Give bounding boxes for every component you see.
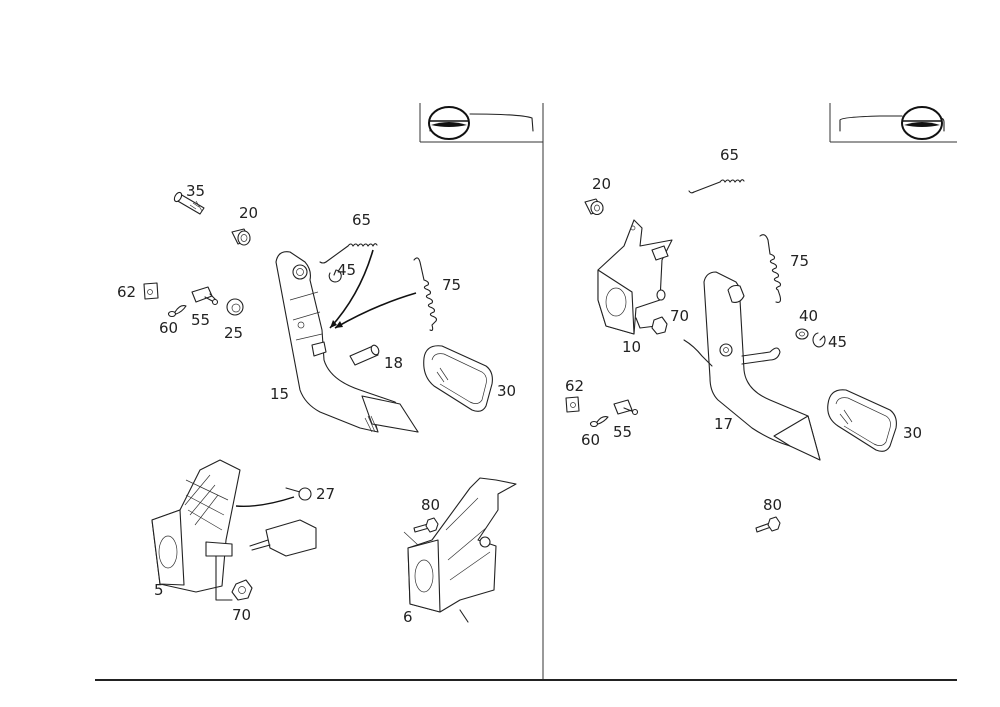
callout-20[interactable]: 20 [239,204,258,222]
part-62-clip-plate[interactable] [143,282,159,300]
part-brake-light-switch[interactable] [249,519,317,557]
callout-45-rh[interactable]: 45 [828,333,847,351]
callout-30-rh[interactable]: 30 [903,424,922,442]
part-35-bolt[interactable] [173,191,205,215]
callout-6[interactable]: 6 [403,608,413,626]
callout-75-rh[interactable]: 75 [790,252,809,270]
part-40-washer[interactable] [795,328,809,340]
callout-20-rh[interactable]: 20 [592,175,611,193]
callout-80-rh[interactable]: 80 [763,496,782,514]
callout-17[interactable]: 17 [714,415,733,433]
part-60-spring-clip-rh[interactable] [589,416,609,428]
part-60-spring-clip[interactable] [167,305,187,318]
callout-35[interactable]: 35 [186,182,205,200]
callout-30[interactable]: 30 [497,382,516,400]
leader-arrow-75 [334,292,417,329]
part-30-pedal-pad[interactable] [423,345,493,412]
part-6-pedal-bracket[interactable] [407,477,517,623]
part-80-screw-rh[interactable] [755,516,781,533]
callout-25[interactable]: 25 [224,324,243,342]
callout-5[interactable]: 5 [154,581,164,599]
steering-wheel-left-hand-drive-icon [419,103,543,143]
part-25-bushing[interactable] [226,298,244,316]
callout-10[interactable]: 10 [622,338,641,356]
callout-60[interactable]: 60 [159,319,178,337]
part-75-tension-spring[interactable] [413,257,438,331]
leader-arrow-65 [329,249,374,329]
part-45-circlip-rh[interactable] [812,332,826,348]
part-65-return-spring-rh[interactable] [688,179,745,194]
callout-65-rh[interactable]: 65 [720,146,739,164]
callout-15[interactable]: 15 [270,385,289,403]
callout-55[interactable]: 55 [191,311,210,329]
callout-27[interactable]: 27 [316,485,335,503]
part-62-clip-plate-rh[interactable] [565,396,580,413]
callout-70-rh[interactable]: 70 [670,307,689,325]
part-55-retainer-rh[interactable] [613,399,639,416]
part-20-bushing[interactable] [231,228,251,246]
callout-70[interactable]: 70 [232,606,251,624]
part-15-brake-pedal[interactable] [275,251,419,433]
part-70-nut[interactable] [231,579,253,601]
part-20-bushing-rh[interactable] [584,198,604,216]
part-55-retainer[interactable] [191,286,219,306]
part-17-pedal[interactable] [683,271,821,461]
part-18-pin[interactable] [349,344,380,366]
callout-62[interactable]: 62 [117,283,136,301]
callout-55-rh[interactable]: 55 [613,423,632,441]
callout-60-rh[interactable]: 60 [581,431,600,449]
callout-40[interactable]: 40 [799,307,818,325]
callout-45[interactable]: 45 [337,261,356,279]
callout-80[interactable]: 80 [421,496,440,514]
steering-wheel-right-hand-drive-icon [829,103,957,143]
callout-18[interactable]: 18 [384,354,403,372]
part-75-tension-spring-rh[interactable] [759,234,782,303]
part-45-circlip[interactable] [328,269,342,283]
callout-65[interactable]: 65 [352,211,371,229]
part-10-pedal-bracket[interactable] [597,219,673,335]
part-27-bolt[interactable] [235,487,312,507]
part-30-pedal-pad-rh[interactable] [827,389,897,452]
left-panel: 35 20 65 45 75 62 60 55 25 18 15 30 27 5… [117,103,543,626]
part-70-nut-rh[interactable] [651,316,668,335]
part-80-screw[interactable] [403,517,439,546]
part-5-pedal-bracket[interactable] [151,459,241,601]
right-panel: 20 65 75 70 10 40 45 62 60 55 17 30 80 [565,103,957,533]
callout-62-rh[interactable]: 62 [565,377,584,395]
callout-75[interactable]: 75 [442,276,461,294]
part-65-return-spring[interactable] [319,243,378,264]
